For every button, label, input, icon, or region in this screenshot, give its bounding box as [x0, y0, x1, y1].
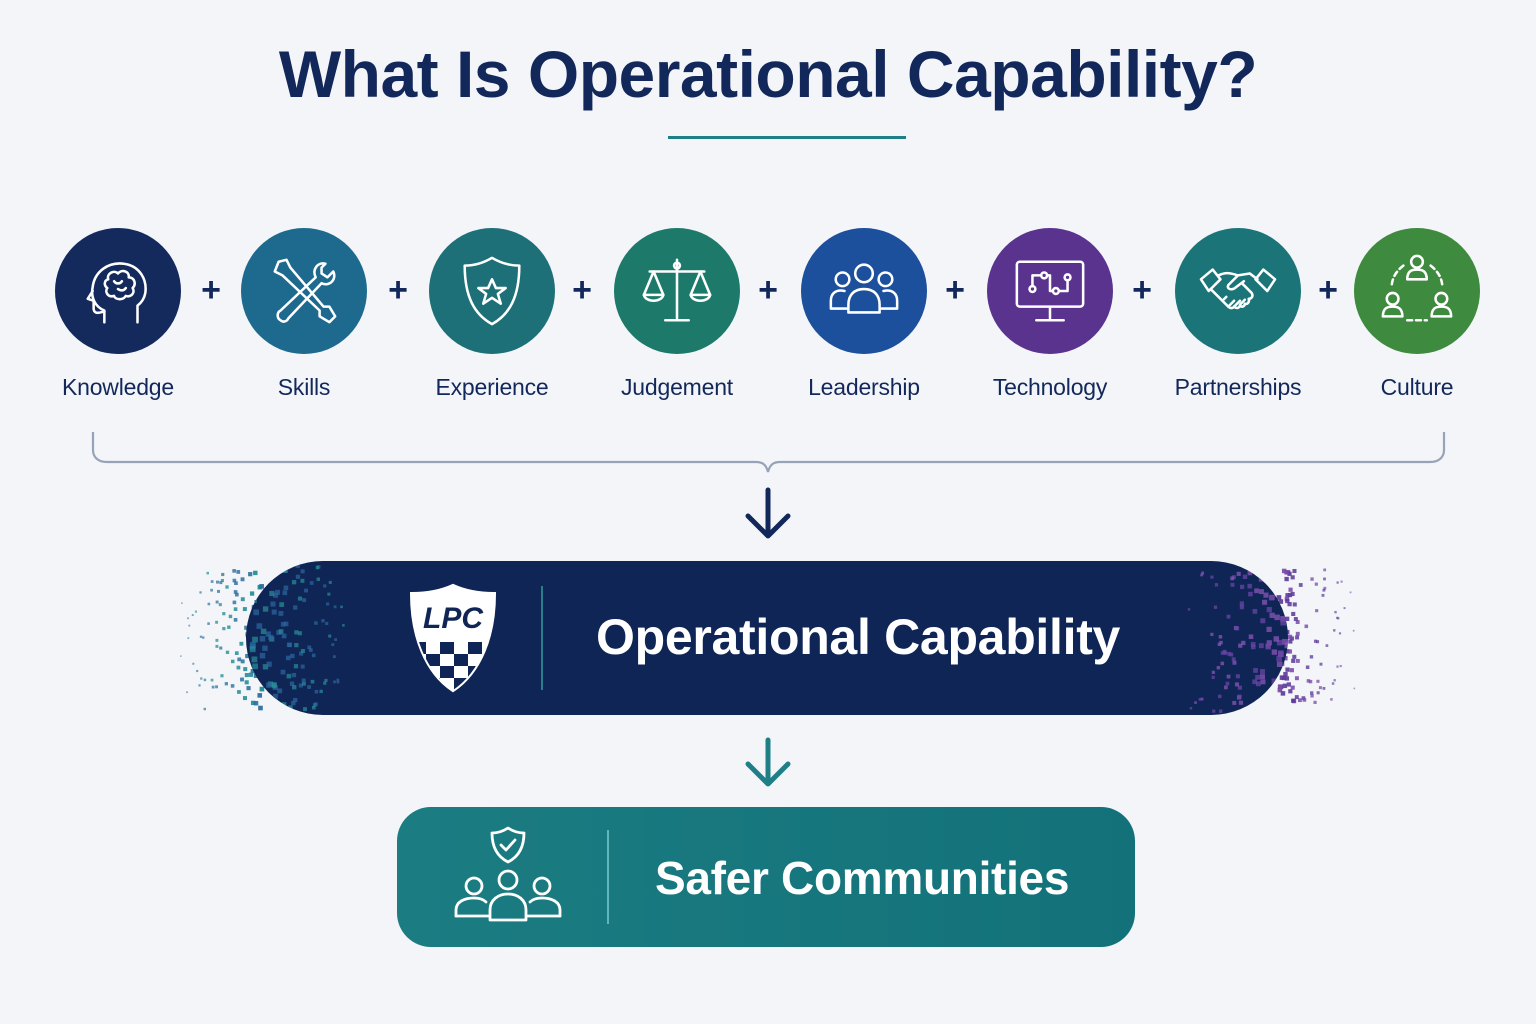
- leadership-circle: [801, 228, 927, 354]
- judgement-circle: [614, 228, 740, 354]
- team-icon: [829, 263, 899, 314]
- safer-divider: [607, 830, 609, 924]
- partnerships-circle: [1175, 228, 1301, 354]
- down-arrow-icon: [745, 487, 791, 539]
- handshake-icon: [1199, 268, 1277, 310]
- people-cycle-icon: [1381, 254, 1453, 322]
- knowledge-circle: [55, 228, 181, 354]
- lpc-shield-logo: LPC: [409, 583, 497, 693]
- plus-operator: +: [1132, 271, 1152, 309]
- safer-communities-box: [397, 807, 1135, 947]
- skills-circle: [241, 228, 367, 354]
- component-label-culture: Culture: [1380, 374, 1454, 400]
- network-monitor-icon: [1015, 260, 1085, 322]
- plus-operator: +: [201, 271, 221, 309]
- shield-star-icon: [463, 256, 521, 326]
- component-label-experience: Experience: [435, 374, 549, 400]
- component-label-leadership: Leadership: [808, 374, 920, 400]
- component-label-technology: Technology: [992, 374, 1108, 400]
- page-title: What Is Operational Capability?: [278, 37, 1258, 111]
- title-underline: [668, 136, 906, 139]
- component-label-skills: Skills: [277, 374, 331, 400]
- plus-operator: +: [388, 271, 408, 309]
- plus-operator: +: [572, 271, 592, 309]
- outcome-label: Safer Communities: [655, 852, 1070, 904]
- community-shield-icon: [454, 826, 562, 922]
- plus-operator: +: [1318, 271, 1338, 309]
- plus-operator: +: [758, 271, 778, 309]
- technology-circle: [987, 228, 1113, 354]
- lpc-logo-text: LPC: [423, 602, 484, 635]
- down-arrow-icon: [745, 737, 791, 787]
- tools-icon: [273, 258, 337, 324]
- capability-label: Operational Capability: [596, 609, 1121, 665]
- plus-operator: +: [945, 271, 965, 309]
- scales-icon: [642, 258, 712, 322]
- culture-circle: [1354, 228, 1480, 354]
- brain-head-icon: [86, 262, 147, 324]
- experience-circle: [429, 228, 555, 354]
- component-label-judgement: Judgement: [621, 374, 733, 400]
- component-label-knowledge: Knowledge: [61, 374, 174, 400]
- band-divider: [541, 586, 543, 690]
- component-label-partnerships: Partnerships: [1174, 374, 1302, 400]
